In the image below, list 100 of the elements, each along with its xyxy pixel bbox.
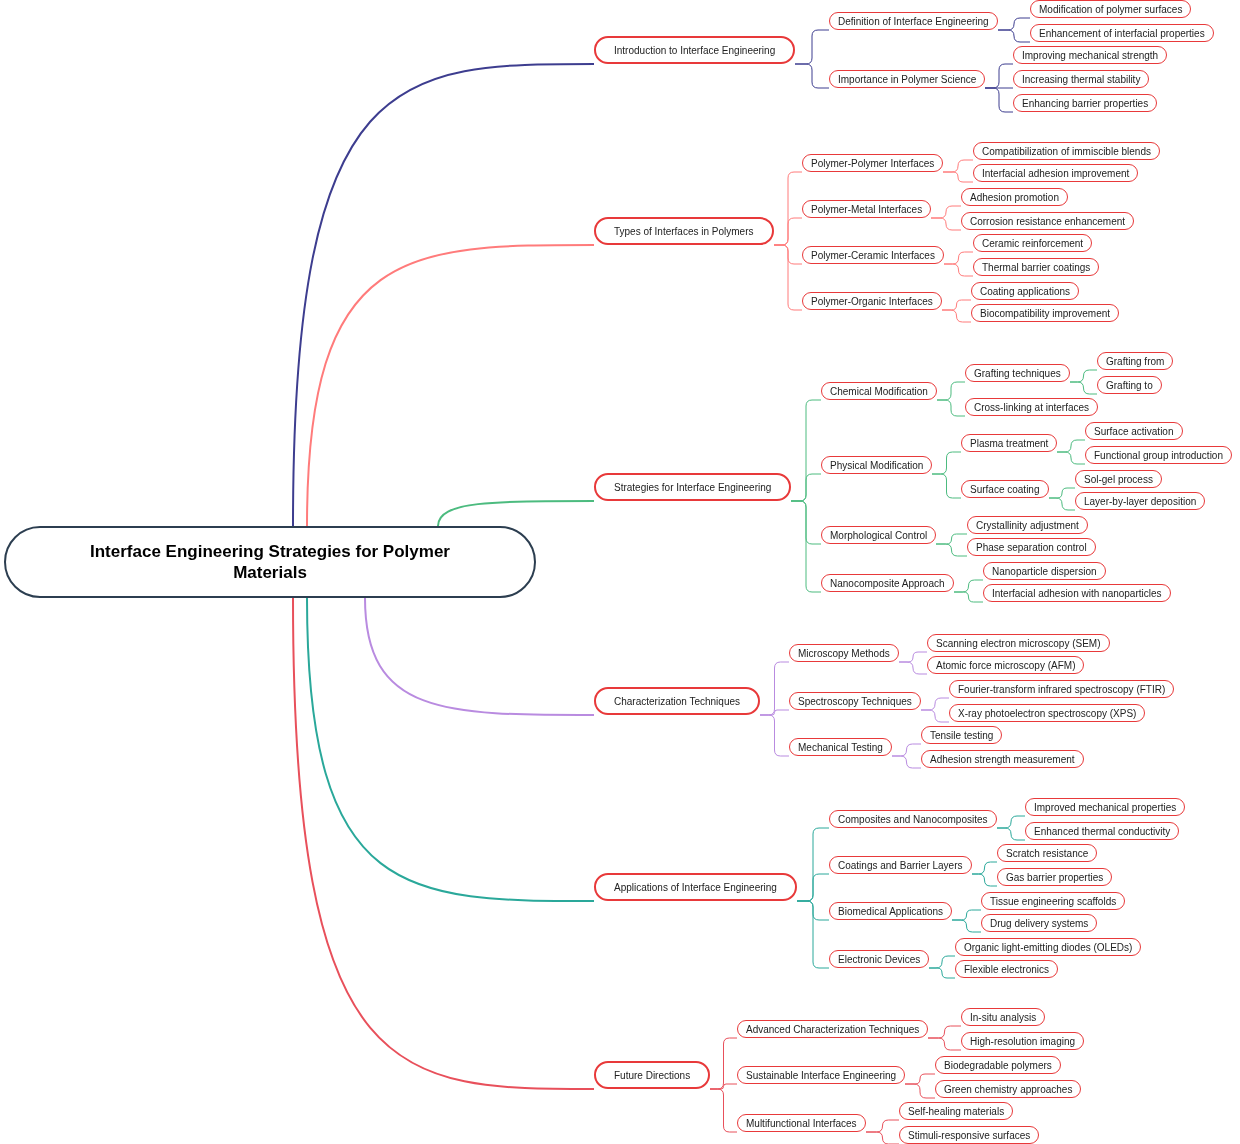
connector-line: [920, 709, 950, 723]
connector-line: [1056, 451, 1086, 465]
subtopic: Polymer-Polymer Interfaces: [802, 154, 944, 172]
subtopic: Surface activation: [1085, 422, 1183, 440]
subtopic: Biomedical Applications: [829, 902, 953, 920]
main-topic: Introduction to Interface Engineering: [594, 36, 796, 64]
subtopic: Sol-gel process: [1075, 470, 1162, 488]
subtopic: Grafting from: [1097, 352, 1174, 370]
subtopic: Functional group introduction: [1085, 446, 1232, 464]
connector-line: [1069, 381, 1098, 395]
subtopic: Electronic Devices: [829, 950, 930, 968]
subtopic: Thermal barrier coatings: [973, 258, 1100, 276]
central-topic: Interface Engineering Strategies for Polymer Materials: [4, 526, 536, 598]
connector-line: [951, 919, 982, 933]
connector-line: [942, 171, 974, 183]
connector-line: [865, 1131, 900, 1144]
subtopic: Nanocomposite Approach: [821, 574, 954, 592]
subtopic: Stimuli-responsive surfaces: [899, 1126, 1040, 1144]
connector-line: [306, 244, 595, 527]
subtopic: Mechanical Testing: [789, 738, 892, 756]
subtopic: Polymer-Organic Interfaces: [802, 292, 942, 310]
subtopic: Biodegradable polymers: [935, 1056, 1061, 1074]
connector-line: [984, 87, 1014, 113]
subtopic: Layer-by-layer deposition: [1075, 492, 1206, 510]
connector-line: [953, 591, 984, 603]
subtopic: Modification of polymer surfaces: [1030, 0, 1192, 18]
subtopic: Improving mechanical strength: [1013, 46, 1168, 64]
main-topic: Applications of Interface Engineering: [594, 873, 797, 901]
subtopic: Spectroscopy Techniques: [789, 692, 921, 710]
connector-line: [927, 1037, 962, 1051]
connector-line: [891, 755, 922, 769]
subtopic: Fourier-transform infrared spectroscopy (FTIR): [949, 680, 1175, 698]
subtopic: Green chemistry approaches: [935, 1080, 1082, 1098]
main-topic: Characterization Techniques: [594, 687, 760, 715]
subtopic: Microscopy Methods: [789, 644, 899, 662]
connector-line: [936, 399, 966, 417]
subtopic: Polymer-Ceramic Interfaces: [802, 246, 944, 264]
subtopic: Surface coating: [961, 480, 1049, 498]
connector-line: [794, 63, 830, 89]
subtopic: Phase separation control: [967, 538, 1096, 556]
subtopic: Adhesion strength measurement: [921, 750, 1084, 768]
subtopic: Drug delivery systems: [981, 914, 1098, 932]
subtopic: Grafting techniques: [965, 364, 1070, 382]
connector-line: [1048, 497, 1076, 511]
subtopic: Advanced Characterization Techniques: [737, 1020, 929, 1038]
subtopic: Increasing thermal stability: [1013, 70, 1150, 88]
subtopic: High-resolution imaging: [961, 1032, 1085, 1050]
connector-line: [996, 827, 1026, 841]
main-topic: Future Directions: [594, 1061, 711, 1089]
subtopic: Sustainable Interface Engineering: [737, 1066, 906, 1084]
main-topic: Strategies for Interface Engineering: [594, 473, 792, 501]
connector-line: [931, 473, 962, 499]
subtopic: Chemical Modification: [821, 382, 937, 400]
subtopic: Interfacial adhesion with nanoparticles: [983, 584, 1171, 602]
subtopic: Tensile testing: [921, 726, 1003, 744]
subtopic: Plasma treatment: [961, 434, 1058, 452]
subtopic: Compatibilization of immiscible blends: [973, 142, 1160, 160]
connector-line: [306, 597, 595, 902]
connector-line: [930, 217, 962, 231]
subtopic: Physical Modification: [821, 456, 933, 474]
subtopic: Definition of Interface Engineering: [829, 12, 998, 30]
subtopic: Adhesion promotion: [961, 188, 1068, 206]
connector-line: [943, 263, 974, 277]
subtopic: Multifunctional Interfaces: [737, 1114, 866, 1132]
connector-line: [935, 543, 968, 557]
subtopic: Polymer-Metal Interfaces: [802, 200, 932, 218]
subtopic: Flexible electronics: [955, 960, 1059, 978]
subtopic: Crystallinity adjustment: [967, 516, 1088, 534]
subtopic: In-situ analysis: [961, 1008, 1046, 1026]
connector-line: [904, 1083, 936, 1099]
subtopic: Improved mechanical properties: [1025, 798, 1186, 816]
subtopic: Tissue engineering scaffolds: [981, 892, 1126, 910]
subtopic: Atomic force microscopy (AFM): [927, 656, 1085, 674]
connector-line: [292, 63, 595, 527]
subtopic: X-ray photoelectron spectroscopy (XPS): [949, 704, 1146, 722]
subtopic: Biocompatibility improvement: [971, 304, 1120, 322]
main-topic: Types of Interfaces in Polymers: [594, 217, 774, 245]
subtopic: Self-healing materials: [899, 1102, 1014, 1120]
connector-line: [971, 873, 998, 887]
subtopic: Morphological Control: [821, 526, 937, 544]
subtopic: Enhanced thermal conductivity: [1025, 822, 1180, 840]
subtopic: Cross-linking at interfaces: [965, 398, 1099, 416]
connector-line: [928, 967, 956, 979]
subtopic: Composites and Nanocomposites: [829, 810, 997, 828]
subtopic: Ceramic reinforcement: [973, 234, 1093, 252]
connector-line: [941, 309, 972, 323]
subtopic: Coating applications: [971, 282, 1080, 300]
connector-line: [997, 29, 1031, 43]
subtopic: Gas barrier properties: [997, 868, 1113, 886]
connector-line: [898, 661, 928, 675]
subtopic: Corrosion resistance enhancement: [961, 212, 1135, 230]
connector-line: [437, 500, 595, 527]
subtopic: Scratch resistance: [997, 844, 1098, 862]
subtopic: Enhancement of interfacial properties: [1030, 24, 1214, 42]
subtopic: Scanning electron microscopy (SEM): [927, 634, 1110, 652]
connector-line: [292, 597, 595, 1090]
subtopic: Coatings and Barrier Layers: [829, 856, 972, 874]
connector-line: [796, 900, 830, 969]
subtopic: Organic light-emitting diodes (OLEDs): [955, 938, 1142, 956]
connector-line: [759, 714, 790, 757]
